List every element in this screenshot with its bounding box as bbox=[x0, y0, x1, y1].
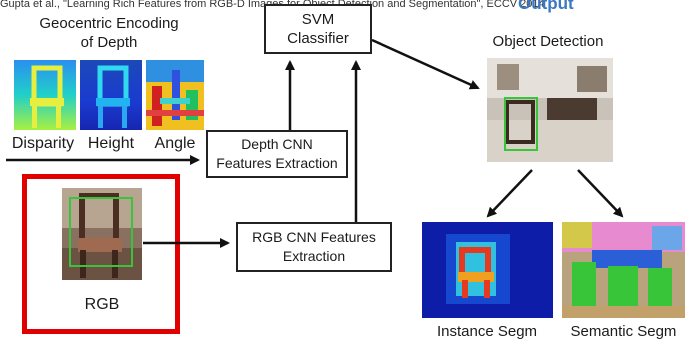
height-label: Height bbox=[87, 135, 135, 152]
angle-image bbox=[146, 60, 204, 130]
output-heading: Output bbox=[518, 0, 574, 13]
rgb-highlight-frame bbox=[22, 174, 180, 334]
semantic-segm-image bbox=[562, 222, 685, 318]
encoding-title: Geocentric Encoding of Depth bbox=[14, 14, 204, 52]
arrow-svm-to-detection bbox=[371, 38, 480, 90]
depth-cnn-box: Depth CNN Features Extraction bbox=[206, 130, 348, 178]
encoding-title-line1: Geocentric Encoding bbox=[39, 15, 179, 32]
svm-classifier-box: SVM Classifier bbox=[264, 4, 372, 54]
arrow-detection-to-instance bbox=[486, 169, 533, 218]
rgb-cnn-box: RGB CNN Features Extraction bbox=[236, 222, 392, 272]
object-detection-image bbox=[487, 58, 613, 162]
angle-label: Angle bbox=[154, 135, 196, 152]
arrow-detection-to-semantic bbox=[577, 169, 624, 218]
rgb-cnn-line2: Extraction bbox=[282, 248, 346, 264]
rgb-image bbox=[62, 188, 142, 280]
depth-cnn-line2: Features Extraction bbox=[216, 155, 338, 171]
instance-segm-label: Instance Segm bbox=[436, 323, 538, 340]
disparity-image bbox=[14, 60, 76, 130]
depth-cnn-line1: Depth CNN bbox=[241, 136, 313, 152]
height-image bbox=[80, 60, 142, 130]
disparity-label: Disparity bbox=[11, 135, 75, 152]
rgb-label: RGB bbox=[84, 296, 120, 313]
object-detection-title: Object Detection bbox=[492, 33, 604, 50]
svm-line2: Classifier bbox=[287, 30, 349, 47]
instance-segm-image bbox=[422, 222, 553, 318]
rgb-cnn-line1: RGB CNN Features bbox=[252, 229, 376, 245]
svm-line1: SVM bbox=[301, 11, 335, 28]
encoding-title-line2: of Depth bbox=[80, 34, 138, 51]
semantic-segm-label: Semantic Segm bbox=[570, 323, 677, 340]
